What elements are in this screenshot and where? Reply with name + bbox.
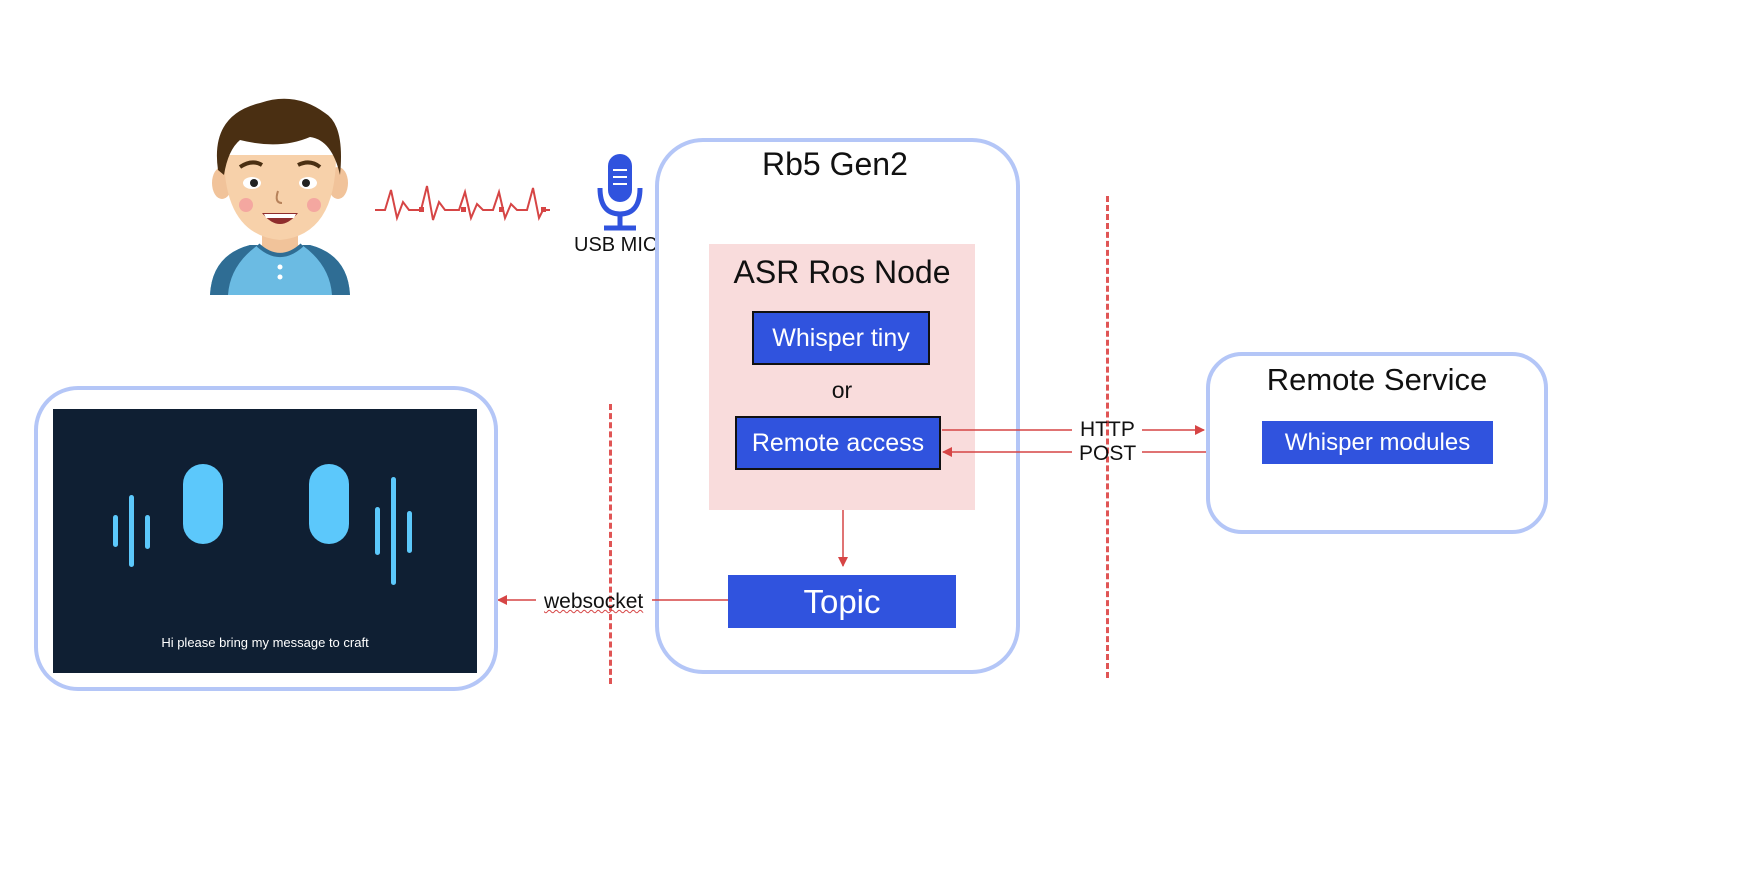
voice-wave-bar (129, 495, 134, 567)
topic-button[interactable]: Topic (728, 575, 956, 628)
rb5-title: Rb5 Gen2 (762, 146, 908, 182)
voice-ui-screen: Hi please bring my message to craft (53, 409, 477, 673)
voice-wave-bar (407, 511, 412, 553)
separator-line (1106, 196, 1109, 678)
http-label: HTTP (1080, 418, 1135, 441)
whisper-tiny-button[interactable]: Whisper tiny (752, 311, 930, 365)
voice-eye-left (183, 464, 223, 544)
sound-wave-icon (375, 180, 550, 230)
microphone-icon (596, 152, 644, 232)
voice-wave-bar (391, 477, 396, 585)
asr-node-title: ASR Ros Node (733, 254, 951, 290)
usb-mic-label: USB MIC (574, 234, 658, 256)
voice-eye-right (309, 464, 349, 544)
voice-caption: Hi please bring my message to craft (161, 635, 369, 650)
whisper-modules-button[interactable]: Whisper modules (1262, 421, 1493, 464)
remote-access-button[interactable]: Remote access (735, 416, 941, 470)
or-label: or (831, 377, 853, 403)
websocket-label: websocket (544, 590, 644, 613)
post-label: POST (1079, 442, 1137, 465)
voice-wave-bar (375, 507, 380, 555)
voice-wave-bar (113, 515, 118, 547)
person-avatar (200, 95, 360, 300)
voice-wave-bar (145, 515, 150, 549)
separator-line (609, 404, 612, 684)
remote-service-title: Remote Service (1266, 362, 1488, 397)
